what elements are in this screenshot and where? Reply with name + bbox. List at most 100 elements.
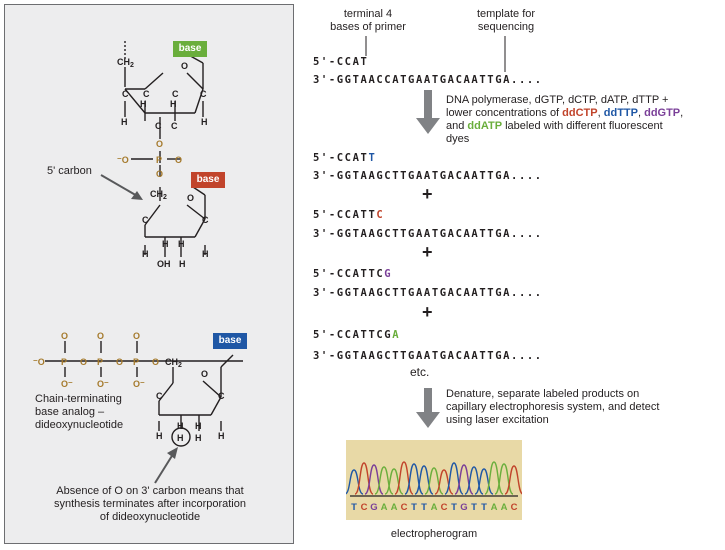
step2-line-1: Denature, separate labeled products on [446, 388, 640, 400]
svg-text:C: C [171, 121, 178, 131]
plus-3: + [422, 302, 433, 322]
plus-1: + [422, 184, 433, 204]
product-1-primer: 5'-CCATT [313, 152, 377, 164]
step1-line-3-suffix: labeled with different fluorescent [502, 120, 663, 132]
svg-text:O: O [133, 331, 140, 341]
peak-5 [394, 461, 414, 495]
base-call-14: A [491, 502, 498, 513]
product-2-extension: C [376, 209, 385, 221]
five-prime-carbon-label: 5' carbon [47, 165, 92, 177]
svg-text:H: H [195, 433, 202, 443]
base-call-3: A [381, 502, 388, 513]
svg-text:O: O [156, 139, 163, 149]
svg-text:H: H [156, 431, 163, 441]
svg-text:C: C [155, 121, 162, 131]
base-call-11: G [460, 502, 467, 513]
peak-12 [464, 466, 484, 495]
plus-2: + [422, 242, 433, 262]
peak-0 [344, 469, 364, 495]
product-3-extension: G [384, 268, 393, 280]
svg-text:⁻O: ⁻O [117, 155, 129, 165]
svg-text:O: O [156, 169, 163, 179]
base-call-16: C [511, 502, 518, 513]
base-call-1: C [361, 502, 368, 513]
chain-terminating-label: Chain-terminating base analog – dideoxyn… [35, 393, 123, 432]
svg-text:O: O [201, 369, 208, 379]
svg-text:O⁻: O⁻ [61, 379, 73, 389]
base-call-10: T [451, 502, 457, 513]
step1-line-2-prefix: lower concentrations of [446, 107, 563, 119]
svg-text:O: O [181, 61, 188, 71]
svg-text:C: C [122, 89, 129, 99]
svg-text:H: H [170, 99, 177, 109]
base-call-7: T [421, 502, 427, 513]
absence-note-line-2: synthesis terminates after incorporation [54, 498, 246, 510]
svg-text:C: C [218, 391, 225, 401]
base-call-5: C [401, 502, 408, 513]
structure-panel: CH2 O C C C C H H H H C C O ⁻O P O O CH2… [4, 4, 294, 544]
svg-text:H: H [195, 421, 202, 431]
peak-4 [384, 468, 404, 495]
base-call-13: T [481, 502, 487, 513]
svg-text:⁻O: ⁻O [33, 357, 45, 367]
primer-label-line-2: bases of primer [330, 21, 406, 33]
base-call-4: A [391, 502, 398, 513]
product-1-template: 3'-GGTAAGCTTGAATGACAATTGA.... [313, 170, 543, 182]
svg-text:H: H [177, 421, 184, 431]
svg-text:CH2: CH2 [117, 57, 134, 69]
svg-text:H: H [121, 117, 128, 127]
step1-reagents: DNA polymerase, dGTP, dCTP, dATP, dTTP +… [446, 94, 721, 146]
svg-text:O: O [175, 155, 182, 165]
product-4-primer: 5'-CCATTCGA [313, 329, 401, 341]
step2-line-3: using laser excitation [446, 414, 549, 426]
svg-text:C: C [143, 89, 150, 99]
base-call-9: C [441, 502, 448, 513]
step2-line-2: capillary electrophoresis system, and de… [446, 401, 660, 413]
product-4-template: 3'-GGTAAGCTTGAATGACAATTGA.... [313, 350, 543, 362]
peak-10 [444, 462, 464, 495]
svg-text:O: O [61, 331, 68, 341]
svg-text:O: O [152, 357, 159, 367]
template-label-line-2: sequencing [477, 21, 535, 33]
svg-text:C: C [142, 215, 149, 225]
svg-text:H: H [142, 249, 149, 259]
base-call-12: T [471, 502, 477, 513]
absence-note-line-1: Absence of O on 3' carbon means that [56, 485, 244, 497]
product-1-extension: T [368, 152, 377, 164]
svg-text:H: H [218, 431, 225, 441]
product-4-extension: A [392, 329, 401, 341]
primer-label: terminal 4 bases of primer [318, 8, 418, 34]
product-3-primer: 5'-CCATTCG [313, 268, 393, 280]
chain-terminating-line-3: dideoxynucleotide [35, 419, 124, 431]
ddctp-label: ddCTP [562, 107, 598, 119]
template-sequence: 3'-GGTAACCATGAATGACAATTGA.... [313, 74, 543, 86]
base-badge-middle: base [191, 172, 225, 188]
step1-line-2: lower concentrations of ddCTP, ddTTP, dd… [446, 107, 684, 119]
svg-text:H: H [201, 117, 208, 127]
peak-1 [354, 462, 374, 495]
base-call-0: T [351, 502, 357, 513]
svg-text:P: P [97, 357, 103, 367]
base-call-6: T [411, 502, 417, 513]
svg-text:O: O [187, 193, 194, 203]
electropherogram-label: electropherogram [390, 528, 478, 540]
ddatp-label: ddATP [467, 120, 503, 132]
svg-text:C: C [202, 215, 209, 225]
etc-label: etc. [410, 365, 430, 379]
peak-9 [434, 469, 454, 495]
chain-terminating-line-2: base analog – [35, 406, 105, 418]
peak-14 [484, 461, 504, 495]
template-label-line-1: template for [476, 8, 536, 20]
svg-text:O⁻: O⁻ [97, 379, 109, 389]
svg-text:O⁻: O⁻ [133, 379, 145, 389]
svg-text:H: H [178, 239, 185, 249]
product-2-template: 3'-GGTAAGCTTGAATGACAATTGA.... [313, 228, 543, 240]
step1-line-4: dyes [446, 133, 470, 145]
primer-label-line-1: terminal 4 [343, 8, 393, 20]
peak-7 [414, 465, 434, 495]
product-2-primer: 5'-CCATTC [313, 209, 385, 221]
svg-text:C: C [200, 89, 207, 99]
svg-text:P: P [133, 357, 139, 367]
